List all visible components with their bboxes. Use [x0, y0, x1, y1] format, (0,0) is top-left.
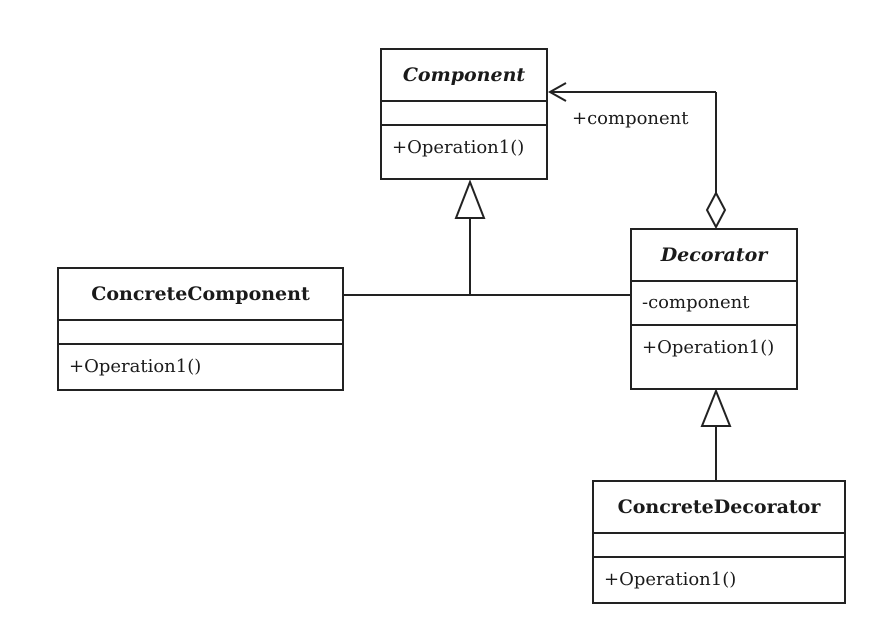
decorator-generalization-arrowhead [700, 388, 732, 427]
aggregation-diamond [705, 190, 727, 230]
class-name: Component [382, 50, 546, 102]
class-component: Component +Operation1() [380, 48, 548, 180]
class-concrete-decorator: ConcreteDecorator +Operation1() [592, 480, 846, 604]
attributes-compartment [594, 534, 844, 558]
attributes-compartment [59, 321, 342, 345]
operation-label: +Operation1() [392, 137, 525, 158]
class-concrete-component: ConcreteComponent +Operation1() [57, 267, 344, 391]
class-name: Decorator [632, 230, 796, 282]
class-name: ConcreteDecorator [594, 482, 844, 534]
generalization-arrowhead [454, 179, 486, 219]
attributes-compartment [382, 102, 546, 126]
operation-label: +Operation1() [604, 569, 737, 590]
association-role-label: +component [572, 108, 689, 129]
class-decorator: Decorator -component +Operation1() [630, 228, 798, 390]
operation-label: +Operation1() [642, 337, 775, 358]
open-arrowhead [547, 82, 567, 102]
class-name: ConcreteComponent [59, 269, 342, 321]
attribute-label: -component [632, 282, 796, 326]
operation-label: +Operation1() [69, 356, 202, 377]
